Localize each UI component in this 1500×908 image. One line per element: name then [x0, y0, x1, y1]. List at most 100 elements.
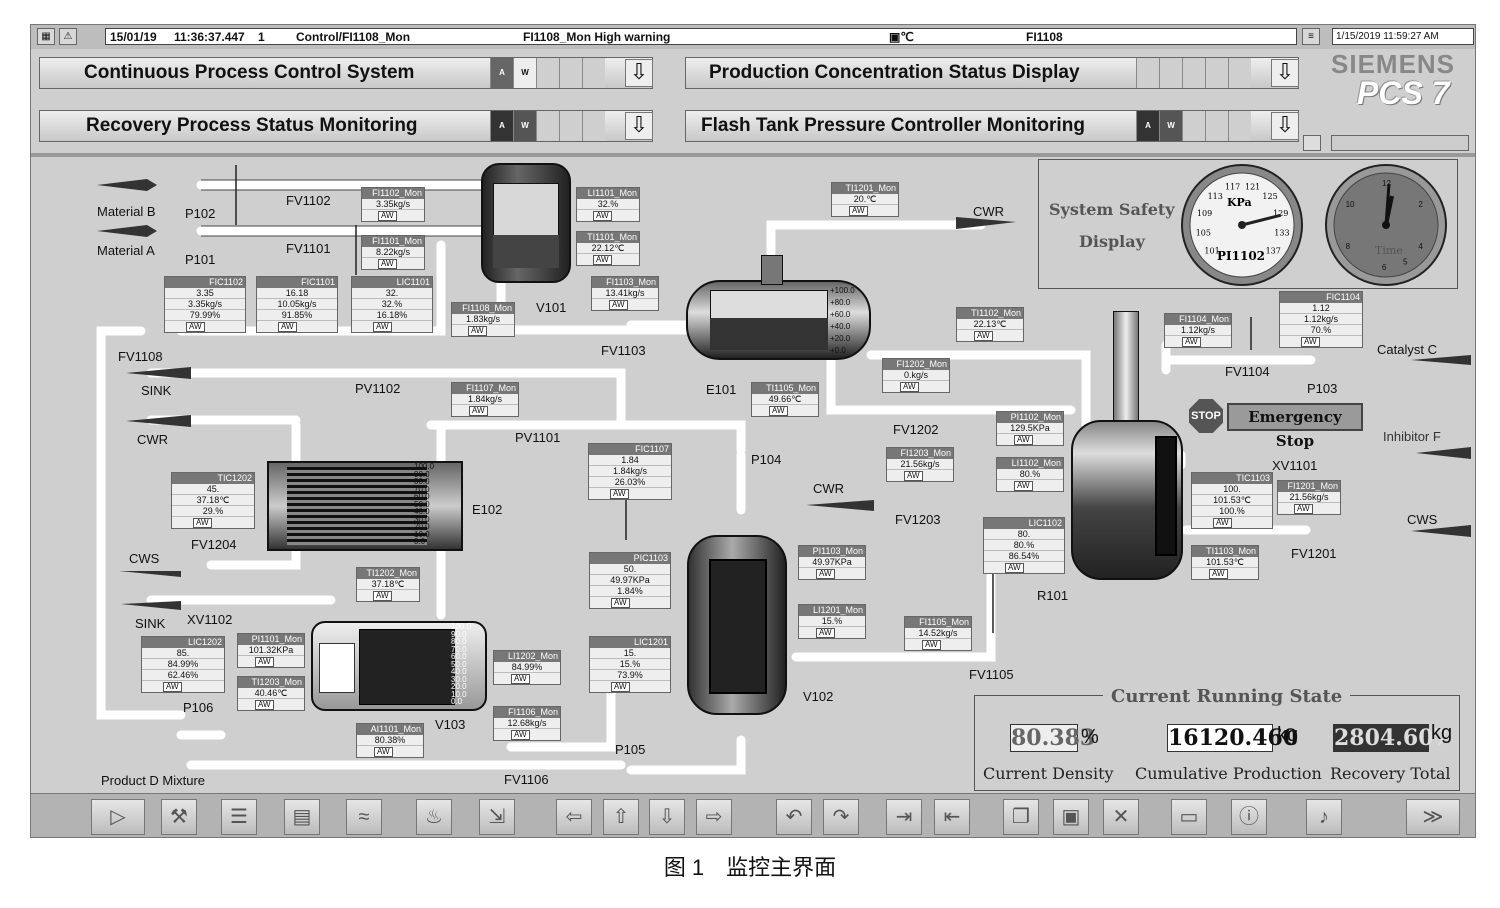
faceplate-value: 3.35kg/s: [362, 199, 424, 210]
speaker-button[interactable]: ♪: [1306, 799, 1342, 835]
e101-nozzle: [761, 255, 783, 285]
faceplate-tag: FI1102_Mon: [362, 188, 424, 199]
density-value: 80.383: [1010, 724, 1096, 752]
logout-button[interactable]: ⇤: [934, 799, 970, 835]
arrow-right-button[interactable]: ⇨: [696, 799, 732, 835]
vessel-v101[interactable]: [481, 163, 571, 283]
keyboard-icon[interactable]: [1303, 135, 1321, 151]
login-button[interactable]: ⇥: [886, 799, 922, 835]
arrow-up-button[interactable]: ⇧: [603, 799, 639, 835]
down-arrow-button[interactable]: ⇩: [1271, 112, 1299, 140]
heat-exchanger-e102[interactable]: [267, 461, 463, 551]
vessel-v103[interactable]: [311, 621, 487, 711]
area-recovery-process[interactable]: Recovery Process Status Monitoring A W: [39, 110, 653, 142]
faceplate-aw-indicator: AW: [1005, 563, 1024, 573]
report-button[interactable]: ▤: [284, 799, 320, 835]
arrow-down-button[interactable]: ⇩: [649, 799, 685, 835]
warning-icon[interactable]: ⚠: [59, 28, 77, 45]
undo-button[interactable]: ↶: [776, 799, 812, 835]
login-field[interactable]: [1331, 135, 1469, 151]
acknowledge-icon[interactable]: ≡: [1302, 28, 1320, 45]
redo-button[interactable]: ↷: [823, 799, 859, 835]
delete-button[interactable]: ✕: [1103, 799, 1139, 835]
vessel-v102[interactable]: [687, 535, 787, 715]
recovery-label: Recovery Total: [1330, 764, 1451, 783]
faceplate-status-strip: AW: [357, 590, 419, 601]
alarm-time: 11:36:37.447: [174, 30, 245, 44]
alarm-message-line[interactable]: 15/01/19 11:36:37.447 1 Control/FI1108_M…: [105, 28, 1297, 45]
play-button[interactable]: ▷: [91, 799, 145, 835]
save-button[interactable]: ▣: [1053, 799, 1089, 835]
thermometer-button[interactable]: ♨: [416, 799, 452, 835]
arrow-left-button[interactable]: ⇦: [556, 799, 592, 835]
info-button[interactable]: ⓘ: [1231, 799, 1267, 835]
faceplate-status-strip: AW: [238, 699, 304, 710]
faceplate-value: 1.84kg/s: [589, 466, 671, 477]
area-continuous-process[interactable]: Continuous Process Control System A W: [39, 57, 653, 89]
monitor-button[interactable]: ▭: [1171, 799, 1207, 835]
down-arrow-button[interactable]: ⇩: [625, 112, 653, 140]
siemens-button[interactable]: ≫: [1406, 799, 1460, 835]
emergency-stop-button[interactable]: Emergency Stop: [1227, 403, 1363, 450]
faceplate-aw-indicator: AW: [374, 747, 393, 757]
faceplate-tag: FI1106_Mon: [494, 707, 560, 718]
label-material-a: Material A: [97, 243, 155, 258]
faceplate-value: 101.53℃: [1192, 557, 1258, 568]
windows-button[interactable]: ❐: [1003, 799, 1039, 835]
trend-button[interactable]: ≈: [346, 799, 382, 835]
down-arrow-button[interactable]: ⇩: [625, 59, 653, 87]
faceplate-value: 10.05kg/s: [257, 299, 337, 310]
faceplate-status-strip: AW: [832, 205, 898, 216]
down-arrow-button[interactable]: ⇩: [1271, 59, 1299, 87]
export-button[interactable]: ⇲: [479, 799, 515, 835]
label-p102: P102: [185, 206, 216, 221]
faceplate-value: 84.99%: [494, 662, 560, 673]
tools-button[interactable]: ⚒: [161, 799, 197, 835]
list-button[interactable]: ☰: [221, 799, 257, 835]
reactor-r101[interactable]: [1071, 420, 1183, 580]
area-indicator: [1159, 58, 1182, 88]
grid-icon[interactable]: ▦: [37, 28, 55, 45]
area-production-concentration[interactable]: Production Concentration Status Display: [685, 57, 1299, 89]
area-flash-tank[interactable]: Flash Tank Pressure Controller Monitorin…: [685, 110, 1299, 142]
label-v102: V102: [803, 689, 834, 704]
